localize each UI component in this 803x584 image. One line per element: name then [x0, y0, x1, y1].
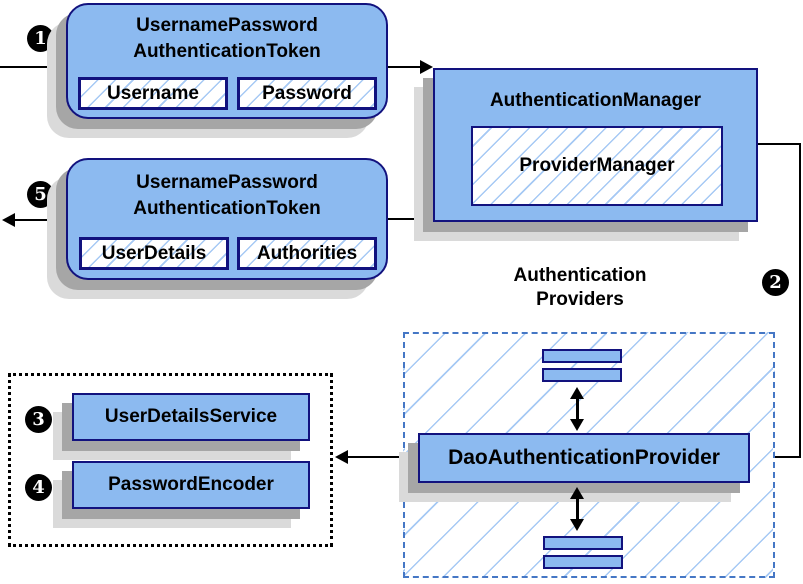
response-token-title-line1: UsernamePassword [136, 172, 318, 193]
user-details-service-node: UserDetailsService [72, 393, 310, 441]
step-5-number: 5 [34, 184, 47, 205]
double-arrow-shaft [576, 397, 579, 423]
provider-placeholder-bar [542, 349, 622, 363]
username-field-label: Username [107, 82, 199, 104]
request-token-title: UsernamePassword AuthenticationToken [68, 5, 386, 65]
arrowhead-response-out-icon [2, 213, 15, 227]
connector-manager-to-response-token-line [388, 218, 433, 220]
connector-request-in-line [0, 66, 66, 68]
password-field-box: Password [237, 77, 377, 110]
connector-token-to-manager-line [388, 66, 421, 68]
dao-authentication-provider-node: DaoAuthenticationProvider [418, 433, 750, 483]
response-token-title: UsernamePassword AuthenticationToken [68, 160, 386, 222]
arrowhead-to-services-icon [335, 450, 348, 464]
authentication-providers-label-line2: Providers [536, 289, 624, 310]
connector-response-out-line [14, 219, 66, 221]
step-5-badge: 5 [27, 181, 54, 208]
dao-authentication-provider-label: DaoAuthenticationProvider [448, 446, 720, 469]
double-arrow-shaft [576, 497, 579, 523]
request-token-title-line2: AuthenticationToken [133, 41, 321, 62]
request-token-title-line1: UsernamePassword [136, 15, 318, 36]
provider-manager-box: ProviderManager [471, 126, 723, 206]
provider-placeholder-bar [543, 536, 623, 550]
arrowhead-to-authentication-manager-icon [420, 60, 433, 74]
password-encoder-label: PasswordEncoder [108, 474, 274, 495]
authorities-field-box: Authorities [237, 237, 377, 270]
step-1-badge: 1 [27, 25, 54, 52]
connector-right-vertical-line [799, 143, 801, 458]
password-encoder-node: PasswordEncoder [72, 461, 310, 509]
user-details-service-label: UserDetailsService [104, 406, 278, 427]
provider-placeholder-bar [543, 555, 623, 569]
connector-manager-right-line [758, 143, 801, 145]
request-token-node: UsernamePassword AuthenticationToken Use… [66, 3, 388, 119]
authorities-field-label: Authorities [256, 242, 358, 264]
double-arrow-down-icon [570, 519, 584, 531]
password-field-label: Password [262, 82, 352, 104]
provider-manager-label: ProviderManager [519, 155, 675, 176]
step-2-number: 2 [769, 272, 782, 293]
authentication-providers-label: Authentication Providers [460, 264, 700, 312]
authentication-manager-node: AuthenticationManager ProviderManager [433, 68, 758, 222]
response-token-node: UsernamePassword AuthenticationToken Use… [66, 158, 388, 280]
response-token-title-line2: AuthenticationToken [133, 198, 321, 219]
provider-placeholder-bar [542, 368, 622, 382]
connector-to-dao-line [765, 456, 801, 458]
userdetails-field-box: UserDetails [79, 237, 229, 270]
step-2-badge: 2 [762, 269, 789, 296]
double-arrow-up-icon [570, 387, 584, 399]
step-4-badge: 4 [25, 474, 52, 501]
authentication-providers-label-line1: Authentication [513, 265, 647, 286]
step-1-number: 1 [34, 28, 47, 49]
step-3-badge: 3 [25, 406, 52, 433]
userdetails-field-label: UserDetails [101, 242, 207, 264]
step-4-number: 4 [32, 477, 45, 498]
double-arrow-down-icon [570, 419, 584, 431]
services-region [8, 373, 333, 547]
username-field-box: Username [78, 77, 228, 110]
double-arrow-up-icon [570, 487, 584, 499]
authentication-manager-label: AuthenticationManager [489, 90, 702, 111]
step-3-number: 3 [32, 409, 45, 430]
authentication-manager-title: AuthenticationManager [435, 70, 756, 114]
connector-dao-to-services-line [348, 456, 418, 458]
